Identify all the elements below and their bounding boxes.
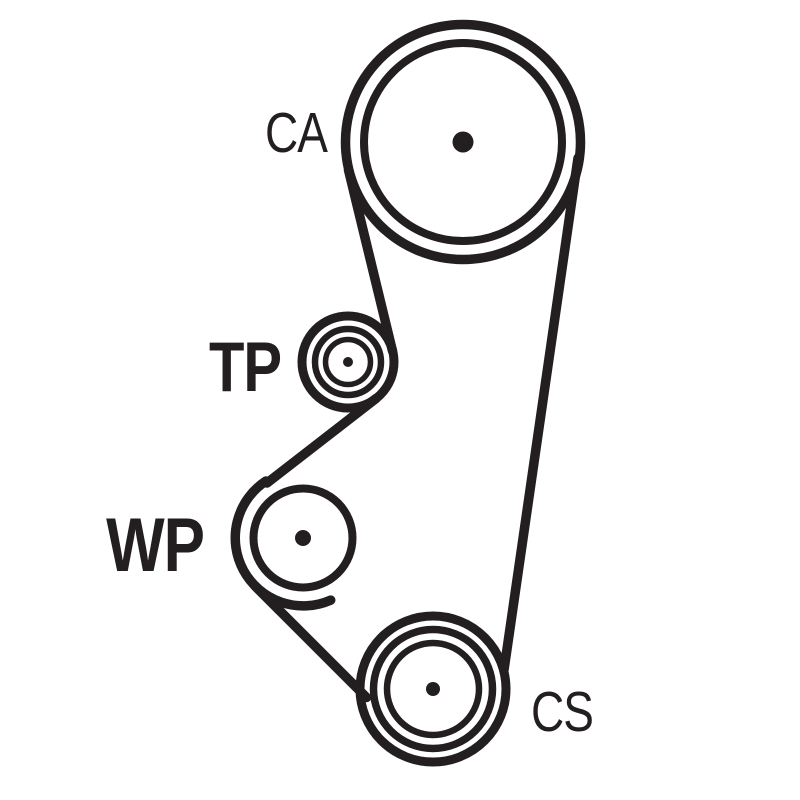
pulley-hub-dots	[295, 131, 474, 696]
belt-span-tp-to-wp	[262, 393, 381, 488]
ca-belt-circle	[340, 19, 586, 265]
wp-pulley-rim	[249, 484, 357, 592]
tp-hub-dot	[343, 357, 353, 367]
tp-belt-circle	[297, 311, 399, 413]
cs-pulley-inner-rim	[383, 639, 483, 739]
wp-belt-arc	[230, 476, 336, 611]
pulley-labels: CA TP WP CS	[106, 102, 594, 743]
ca-pulley-rim	[360, 39, 566, 245]
tp-pulley-inner-rim	[322, 336, 374, 388]
cs-pulley-rim	[369, 625, 497, 753]
cs-hub-dot	[426, 682, 440, 696]
belt-span-wp-to-cs	[250, 581, 372, 703]
belt-span-cs-to-ca	[499, 153, 583, 675]
water-pump-label: WP	[106, 502, 204, 587]
wp-hub-dot	[295, 530, 311, 546]
belt-and-pulleys	[230, 19, 586, 767]
crankshaft-label: CS	[531, 681, 593, 743]
tensioner-label: TP	[209, 326, 281, 406]
tp-pulley-rim	[311, 325, 385, 399]
belt-span-ca-to-tp	[343, 165, 398, 356]
camshaft-label: CA	[265, 102, 329, 164]
ca-hub-dot	[452, 131, 474, 153]
